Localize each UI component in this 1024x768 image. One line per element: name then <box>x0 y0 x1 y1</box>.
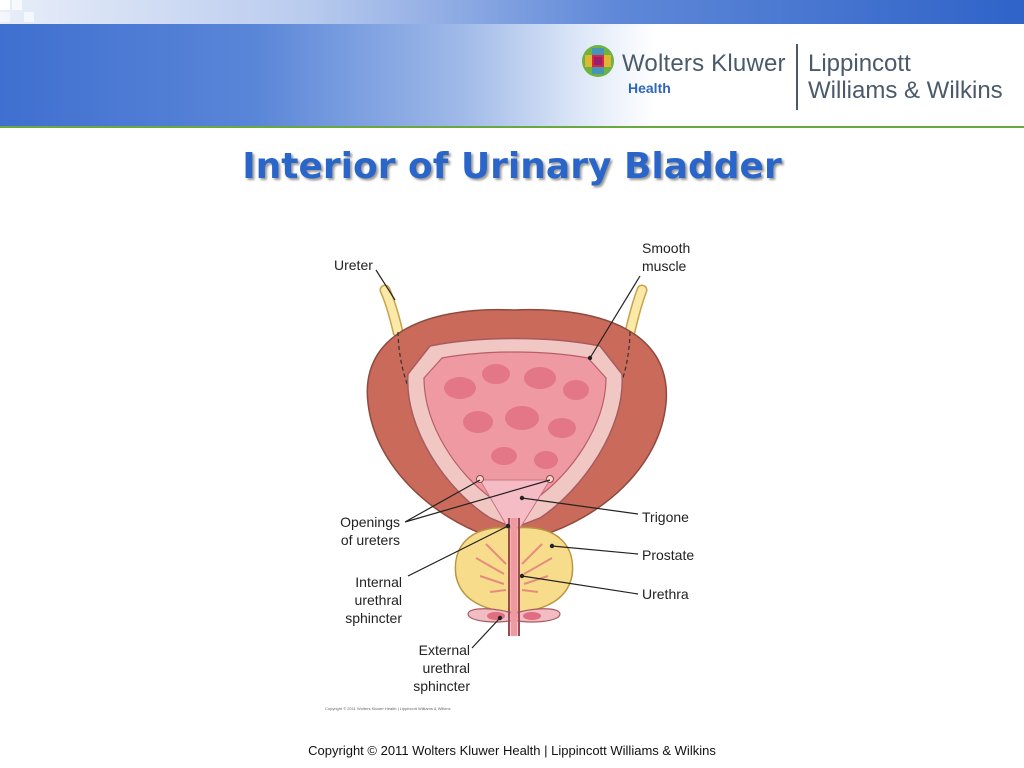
mucosa-fold <box>491 447 517 465</box>
label-smooth-muscle-line-1: Smooth <box>642 240 691 256</box>
label-openings-line-1: Openings <box>340 514 400 530</box>
leader-line-prostate <box>551 545 639 555</box>
label-internal-line-2: urethral <box>354 592 402 608</box>
leader-dot-internal-sphincter <box>505 523 511 529</box>
label-openings-of-ureters: Openings of ureters <box>330 513 400 549</box>
external-sphincter-muscle-right <box>523 612 541 620</box>
leader-line-internal-sphincter <box>407 525 509 577</box>
label-external-urethral-sphincter: External urethral sphincter <box>390 641 470 695</box>
leader-dot-trigone <box>519 495 525 501</box>
mucosa-fold <box>524 367 556 389</box>
left-ureter-lumen <box>381 286 402 336</box>
logo-partner-line-2: Williams & Wilkins <box>808 77 1003 104</box>
label-openings-line-2: of ureters <box>340 532 400 548</box>
header-decor-square <box>0 12 10 22</box>
leader-line-smooth-muscle <box>589 275 641 359</box>
slide-title: Interior of Urinary Bladder <box>242 146 782 187</box>
right-ureter-lumen <box>626 286 646 336</box>
label-prostate: Prostate <box>642 547 695 563</box>
figure-copyright: Copyright © 2011 Wolters Kluwer Health |… <box>325 706 451 711</box>
leader-line-openings <box>404 479 551 523</box>
label-internal-urethral-sphincter: Internal urethral sphincter <box>330 573 402 627</box>
header-divider-line <box>0 126 1024 128</box>
label-ureter: Ureter <box>334 257 373 273</box>
label-internal-line-3: sphincter <box>345 610 402 626</box>
logo-brand-text: Wolters Kluwer <box>622 50 786 77</box>
mucosa-fold <box>444 377 476 399</box>
prostate-ducts-left <box>475 543 507 593</box>
header-decor-square <box>0 0 10 10</box>
right-ureter-opening <box>546 475 554 483</box>
bladder-illustration <box>366 269 668 649</box>
leader-dot-smooth-muscle <box>587 355 593 361</box>
label-external-line-2: urethral <box>422 660 470 676</box>
mucosa-fold <box>534 451 558 469</box>
header-top-bar <box>0 0 1024 24</box>
mucosa-fold <box>463 411 493 433</box>
leader-line-trigone <box>521 497 639 515</box>
label-smooth-muscle: Smooth muscle <box>642 239 690 275</box>
leader-dot-external-sphincter <box>497 615 503 621</box>
label-urethra: Urethra <box>642 586 689 602</box>
leader-line-ureter <box>375 269 396 301</box>
label-trigone: Trigone <box>642 509 689 525</box>
header-decor-square <box>12 0 22 10</box>
wolters-kluwer-emblem-icon <box>582 45 614 77</box>
logo-partner-line-1: Lippincott <box>808 50 911 77</box>
publisher-logo: Wolters Kluwer Health Lippincott William… <box>578 42 1023 114</box>
logo-divider <box>796 44 798 110</box>
urethra-walls <box>508 518 520 636</box>
leader-line-external-sphincter <box>471 617 501 649</box>
label-external-line-3: sphincter <box>413 678 470 694</box>
mucosa-fold <box>563 380 589 400</box>
mucosa-fold <box>505 406 539 430</box>
slide-footer-copyright: Copyright © 2011 Wolters Kluwer Health |… <box>308 743 716 758</box>
bladder-diagram: Ureter Smooth muscle Openings of ureters… <box>300 228 730 718</box>
prostate-ducts-right <box>521 543 553 593</box>
leader-dot-urethra <box>519 573 525 579</box>
mucosa-fold <box>482 364 510 384</box>
label-smooth-muscle-line-2: muscle <box>642 258 687 274</box>
label-external-line-1: External <box>418 642 470 658</box>
header-decor-square <box>24 12 34 22</box>
label-internal-line-1: Internal <box>355 574 402 590</box>
slide-header: Wolters Kluwer Health Lippincott William… <box>0 0 1024 128</box>
logo-partner-text: Lippincott Williams & Wilkins <box>808 50 1003 104</box>
leader-dot-prostate <box>549 543 555 549</box>
logo-sub-text: Health <box>628 80 671 96</box>
mucosa-fold <box>548 418 576 438</box>
external-sphincter-muscle-left <box>487 612 505 620</box>
leader-line-urethra <box>521 575 639 595</box>
